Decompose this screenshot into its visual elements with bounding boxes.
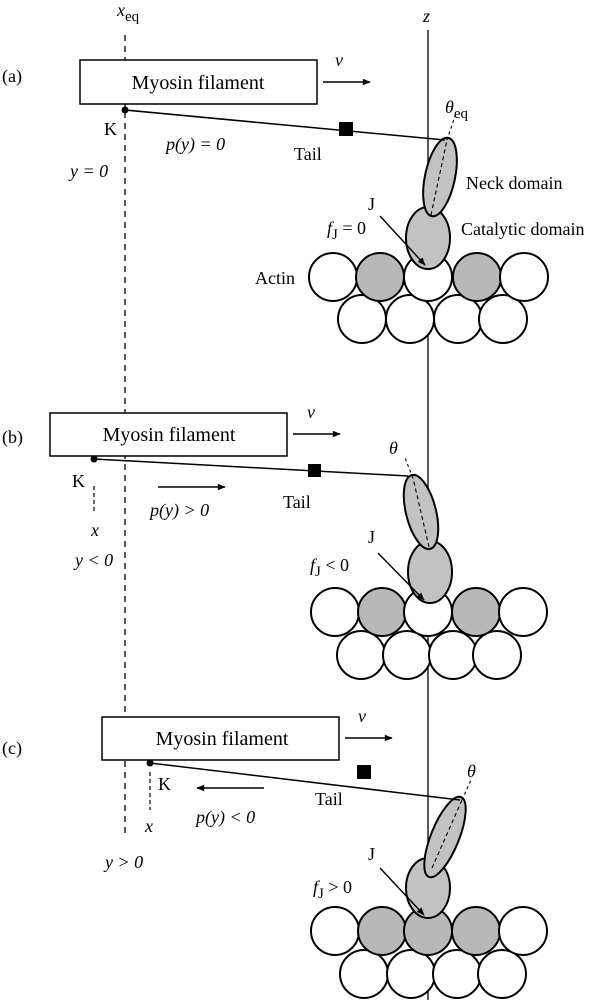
panel-c: Myosin filament v (c) K x y > 0 p(y) < 0… <box>2 706 548 999</box>
tail-link <box>149 762 461 801</box>
tail-marker <box>308 464 321 477</box>
joint-label: J <box>368 527 375 547</box>
point-k-label: K <box>104 119 117 139</box>
actin-monomer <box>498 587 548 637</box>
actin-monomer <box>355 252 405 302</box>
panel-label: (c) <box>2 738 22 759</box>
actin-monomer <box>428 630 478 680</box>
joint-pointer <box>377 552 425 601</box>
actin-monomer <box>357 906 407 956</box>
point-k-label: K <box>72 471 85 491</box>
velocity-label: v <box>335 50 343 70</box>
force-label: p(y) < 0 <box>194 807 255 828</box>
angle-label: θ <box>389 438 398 458</box>
panel-label: (a) <box>2 66 22 87</box>
neck-axis <box>430 139 448 216</box>
catalytic-domain <box>407 540 453 604</box>
neck-axis <box>431 799 463 869</box>
panel-b: Myosin filament v (b) K x y < 0 p(y) > 0… <box>2 402 548 680</box>
catalytic-domain-label: Catalytic domain <box>461 219 584 239</box>
actin-monomer <box>451 906 501 956</box>
tail-marker <box>357 765 371 779</box>
neck-domain <box>422 136 458 218</box>
actin-monomer <box>452 252 502 302</box>
joint-force-label: fJ < 0 <box>310 555 349 580</box>
catalytic-domain <box>405 206 451 270</box>
actin-monomer <box>451 587 501 637</box>
actin-filament <box>310 587 548 680</box>
actin-monomer <box>478 294 528 344</box>
panel-label: (b) <box>2 427 23 448</box>
tail-label: Tail <box>315 789 343 809</box>
myosin-filament-label: Myosin filament <box>103 424 236 446</box>
y-condition-label: y = 0 <box>68 161 108 181</box>
actin-monomer <box>382 630 432 680</box>
tail-marker <box>339 122 353 136</box>
tail-link <box>93 458 409 477</box>
y-condition-label: y < 0 <box>73 550 113 570</box>
actin-monomer <box>310 906 360 956</box>
point-k-label: K <box>158 774 171 794</box>
tail-label: Tail <box>283 492 311 512</box>
joint-force-label: fJ = 0 <box>327 218 366 243</box>
point-k <box>121 106 129 114</box>
angle-label: θ <box>467 761 476 781</box>
actin-monomer <box>339 949 389 999</box>
z-axis-label: z <box>422 6 430 26</box>
tail-link <box>124 109 446 141</box>
x-eq-label: xeq <box>116 0 140 25</box>
joint-label: J <box>368 194 375 214</box>
actin-monomer <box>498 906 548 956</box>
actin-monomer <box>386 949 436 999</box>
actin-monomer <box>433 294 483 344</box>
actin-filament <box>308 252 549 344</box>
actin-monomer <box>432 949 482 999</box>
theta-eq-guide <box>446 115 456 141</box>
force-label: p(y) = 0 <box>164 134 225 155</box>
x-label: x <box>90 520 99 540</box>
y-condition-label: y > 0 <box>103 852 143 872</box>
actin-monomer <box>385 294 435 344</box>
velocity-label: v <box>358 706 366 726</box>
actin-monomer <box>477 949 527 999</box>
angle-label: θeq <box>445 97 469 122</box>
actin-monomer <box>357 587 407 637</box>
joint-pointer <box>379 867 425 916</box>
velocity-label: v <box>307 402 315 422</box>
myosin-filament <box>101 716 340 761</box>
joint-force-label: fJ > 0 <box>313 877 352 902</box>
actin-monomer <box>310 587 360 637</box>
point-k <box>90 455 98 463</box>
force-label: p(y) > 0 <box>148 500 209 521</box>
actin-monomer <box>472 630 522 680</box>
tail-label: Tail <box>294 144 322 164</box>
myosin-filament-label: Myosin filament <box>156 728 289 750</box>
actin-monomer <box>499 252 549 302</box>
actin-label: Actin <box>255 268 295 288</box>
myosin-filament-label: Myosin filament <box>132 72 265 94</box>
actin-monomer <box>308 252 358 302</box>
neck-axis <box>412 477 430 548</box>
x-label: x <box>144 816 153 836</box>
joint-pointer <box>379 215 426 266</box>
actin-monomer <box>336 630 386 680</box>
actin-filament <box>310 906 548 999</box>
joint-label: J <box>368 844 375 864</box>
panel-a: Myosin filament v (a) K y = 0 p(y) = 0 T… <box>2 50 584 344</box>
point-k <box>146 759 154 767</box>
myosin-filament <box>79 59 318 105</box>
actin-monomer <box>337 294 387 344</box>
neck-domain <box>423 795 467 879</box>
neck-domain-label: Neck domain <box>466 173 562 193</box>
theta-guide <box>461 779 472 801</box>
myosin-filament <box>49 412 288 457</box>
